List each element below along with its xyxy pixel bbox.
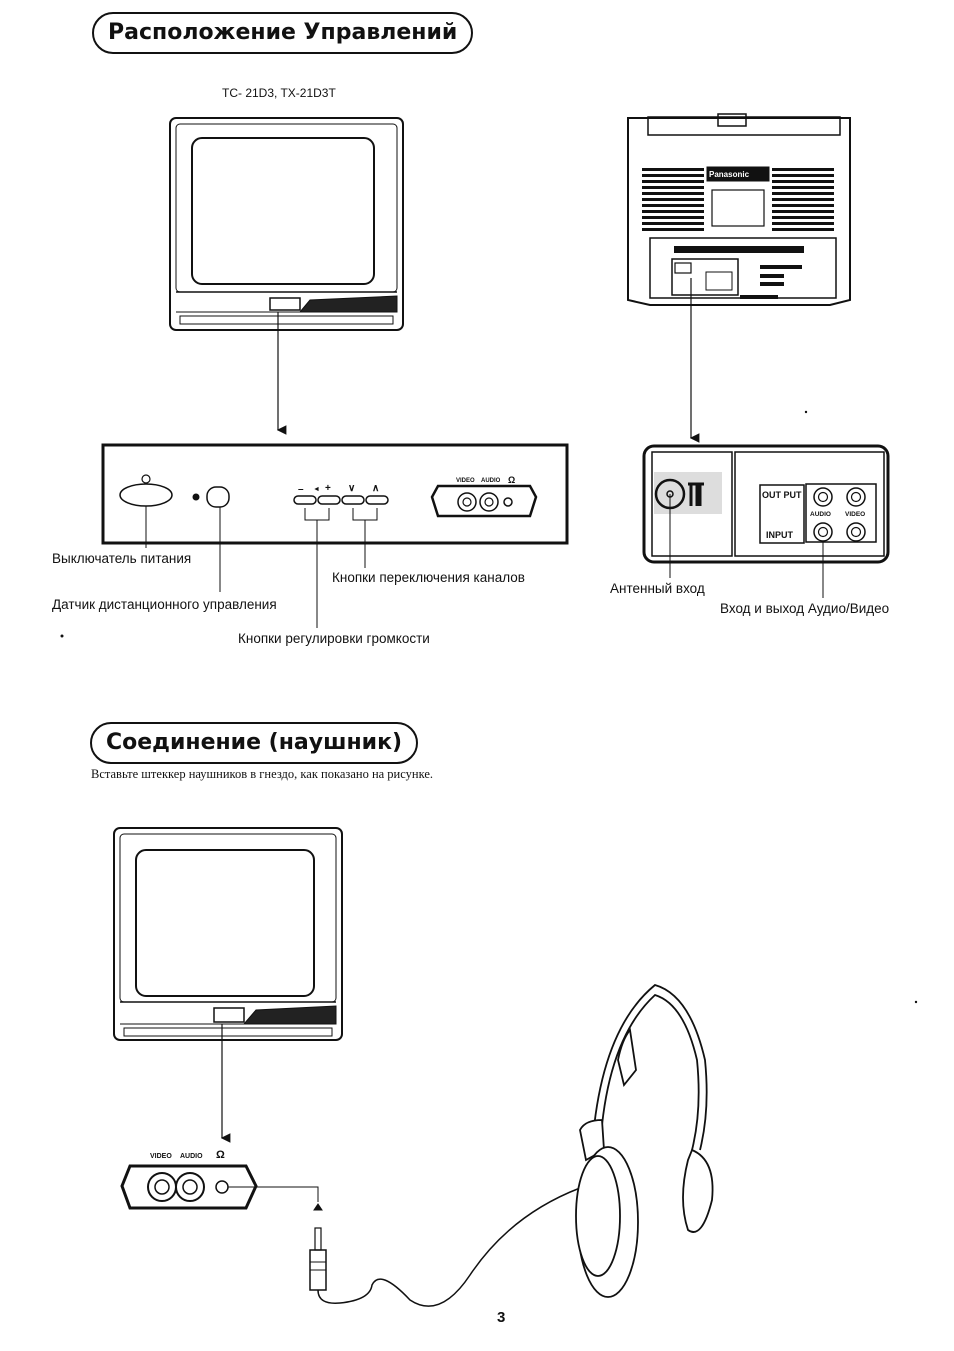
volume-buttons-label: Кнопки регулировки громкости: [238, 631, 430, 646]
panel-audio-label: AUDIO: [481, 478, 501, 484]
model-label: TC- 21D3, TX-21D3T: [222, 86, 336, 100]
headphone-instruction: Вставьте штеккер наушников в гнездо, как…: [91, 767, 434, 781]
power-switch-label: Выключатель питания: [52, 551, 192, 566]
tv-rear: [627, 113, 851, 306]
panel-video-label: VIDEO: [456, 478, 475, 484]
jack-audio-label: AUDIO: [180, 1153, 203, 1160]
control-panel: [101, 443, 569, 628]
remote-sensor-label: Датчик дистанционного управления: [52, 597, 277, 612]
headphone-jack-panel: [120, 1164, 581, 1307]
rear-audio-label: AUDIO: [810, 511, 831, 518]
jack-headphone-icon: Ω: [216, 1149, 225, 1161]
tv-front-top: [169, 117, 404, 331]
panel-plus-label: +: [325, 483, 331, 494]
panel-volume-icon: ◄: [313, 486, 320, 493]
panel-minus-label: –: [298, 484, 304, 495]
rear-connector-panel: [642, 444, 890, 598]
section-title-controls: Расположение Управлений: [92, 12, 474, 54]
panel-up-label: ∧: [372, 483, 380, 494]
section-title-headphone: Соединение (наушник): [90, 722, 419, 764]
jack-video-label: VIDEO: [150, 1153, 172, 1160]
channel-buttons-label: Кнопки переключения каналов: [332, 570, 525, 585]
rear-video-label: VIDEO: [845, 511, 866, 518]
rear-output-label: OUT PUT: [762, 490, 802, 500]
av-io-label: Вход и выход Аудио/Видео: [720, 601, 890, 616]
headphones: [575, 984, 714, 1298]
panel-down-label: ∨: [348, 483, 356, 494]
rear-input-label: INPUT: [766, 530, 793, 540]
rear-brand-logo: Panasonic: [709, 170, 750, 179]
page-number: 3: [497, 1309, 506, 1326]
antenna-input-label: Антенный вход: [610, 581, 705, 596]
tv-front-bottom: [113, 827, 343, 1041]
panel-headphone-icon: Ω: [508, 475, 516, 485]
